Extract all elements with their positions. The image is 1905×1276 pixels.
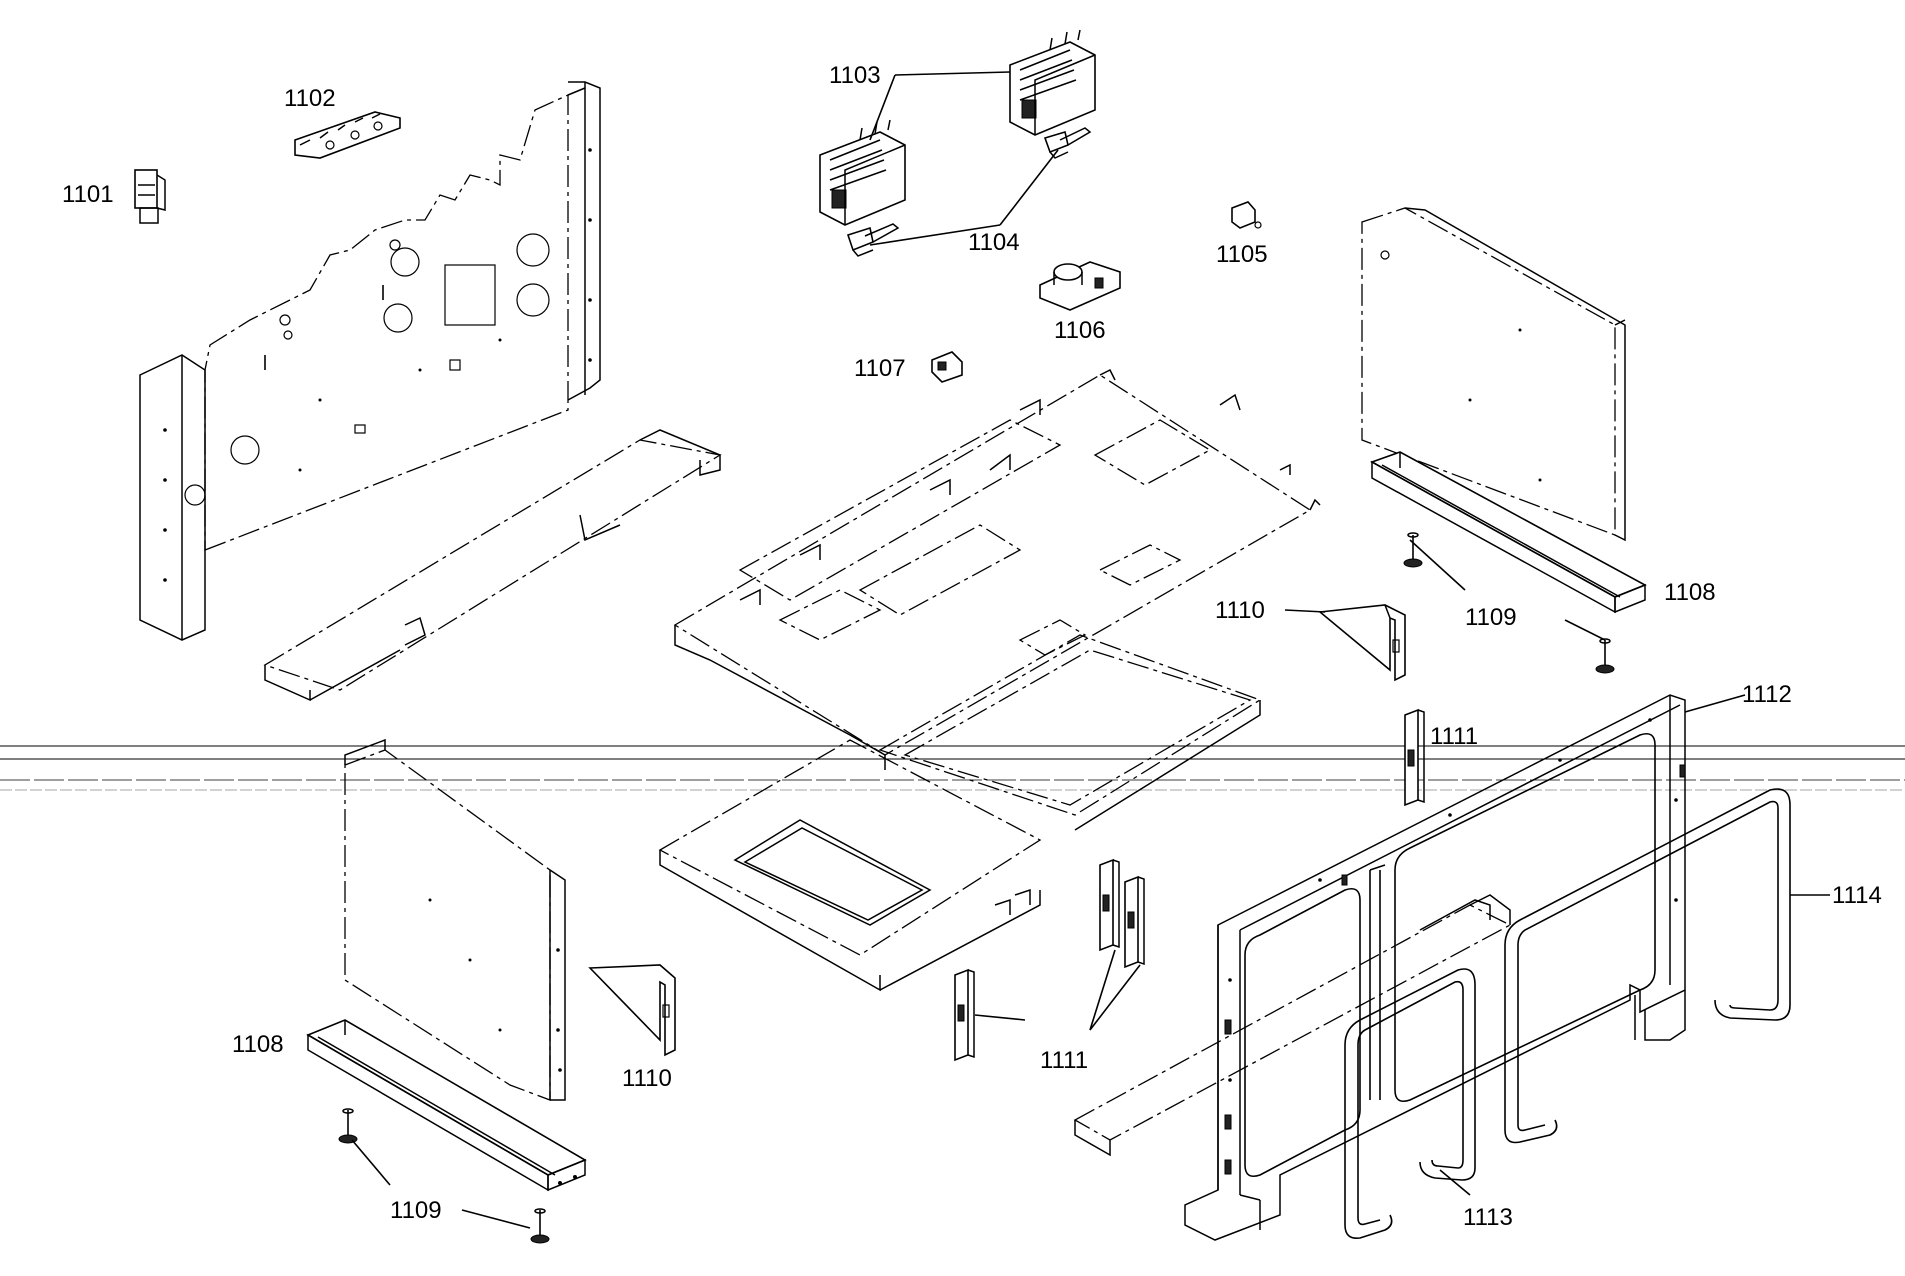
callout-1103: 1103 — [829, 62, 881, 89]
callout-1112: 1112 — [1742, 681, 1792, 708]
part-1107 — [931, 351, 963, 383]
lower-rail-right — [1073, 894, 1512, 1157]
part-1104-a — [1043, 127, 1092, 159]
callout-1108-left: 1108 — [232, 1031, 284, 1058]
bracket-1110-left — [588, 964, 676, 1057]
hinge-1111-top — [1404, 708, 1425, 807]
lower-rail-left — [263, 429, 722, 702]
part-1103-b — [1009, 29, 1096, 136]
callout-1111-bottom: 1111 — [1040, 1047, 1088, 1074]
leg-1109-left-b — [530, 1208, 550, 1244]
hinge-1111-b — [1099, 858, 1120, 952]
callout-1106: 1106 — [1054, 317, 1106, 344]
left-side-panel — [344, 738, 566, 1101]
leg-1109-top — [1403, 532, 1423, 568]
hinge-1111-a — [954, 968, 975, 1062]
callout-1105: 1105 — [1216, 241, 1268, 268]
hinge-brackets — [954, 708, 1425, 1062]
callout-1104: 1104 — [968, 229, 1020, 256]
callout-1101: 1101 — [62, 181, 114, 208]
cooktop-base-frame — [673, 368, 1321, 770]
handle-1114 — [1504, 788, 1791, 1144]
bottom-pan — [658, 634, 1262, 992]
part-1104-b — [846, 223, 900, 257]
front-frame — [1184, 694, 1686, 1241]
part-1101 — [134, 169, 166, 224]
callout-1107: 1107 — [854, 355, 906, 382]
leader-lines — [351, 71, 1830, 1229]
right-side-panel — [1361, 207, 1626, 542]
part-1105 — [1231, 201, 1262, 229]
callout-1113: 1113 — [1463, 1204, 1513, 1231]
scan-lines — [0, 745, 1905, 791]
part-1103-a — [819, 119, 906, 226]
callout-1108-right: 1108 — [1664, 579, 1716, 606]
base-channel-right — [1370, 451, 1647, 614]
callout-1102: 1102 — [284, 85, 336, 112]
leg-1109-right — [1595, 638, 1615, 674]
hinge-1111-c — [1124, 875, 1145, 969]
back-panel — [139, 81, 601, 641]
callout-1111-top: 1111 — [1430, 723, 1478, 750]
handle-1113 — [1344, 968, 1476, 1240]
part-1102 — [294, 111, 401, 159]
bracket-1110-right — [1318, 604, 1406, 682]
part-1106 — [1039, 261, 1121, 311]
callout-1109-left: 1109 — [390, 1197, 442, 1224]
callout-labels: 1101 1102 1103 1104 1105 1106 1107 1108 … — [62, 62, 1882, 1231]
callout-1110-left: 1110 — [622, 1065, 672, 1092]
callout-1109-right: 1109 — [1465, 604, 1517, 631]
callout-1110-right: 1110 — [1215, 597, 1265, 624]
leg-1109-left-a — [338, 1108, 358, 1144]
base-channel-left — [306, 1019, 587, 1192]
callout-1114: 1114 — [1832, 882, 1882, 909]
